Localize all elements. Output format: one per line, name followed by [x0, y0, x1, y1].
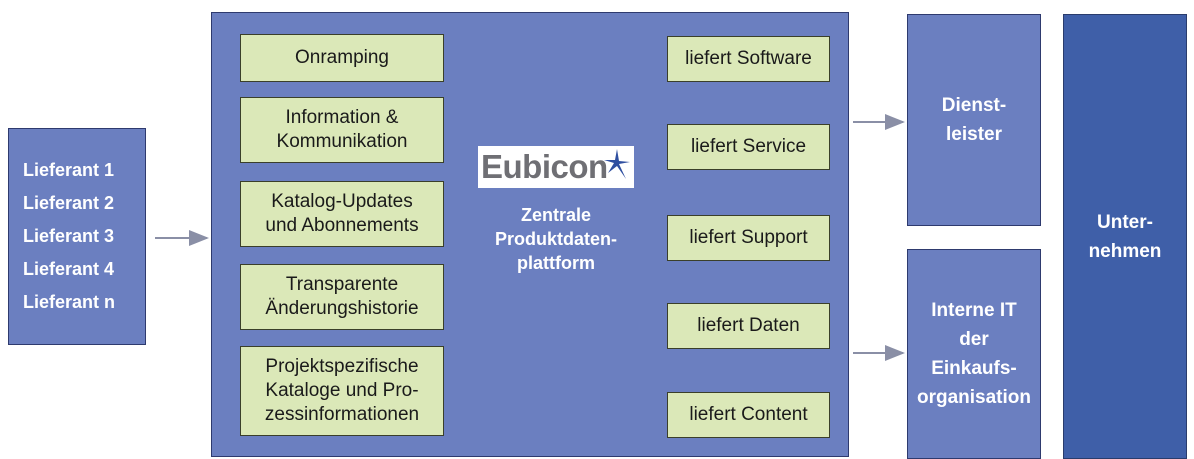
eubicon-logo: Eubicon	[478, 146, 634, 188]
supplier-item: Lieferant 3	[23, 226, 115, 246]
service-provider-box: Dienst- leister	[907, 14, 1041, 226]
supplier-item: Lieferant 2	[23, 193, 115, 213]
logo-text: Eubicon	[481, 148, 608, 185]
supplier-list: Lieferant 1 Lieferant 2 Lieferant 3 Lief…	[9, 154, 115, 319]
service-provider-label: Dienst- leister	[941, 95, 1007, 145]
internal-it-label: Interne IT der Einkaufs- organisation	[916, 300, 1031, 408]
delivery-data: liefert Daten	[667, 303, 830, 349]
supplier-item: Lieferant 1	[23, 160, 115, 180]
company-box: Unter- nehmen	[1063, 14, 1187, 459]
feature-onramping: Onramping	[240, 34, 444, 82]
feature-catalog-updates: Katalog-Updates und Abonnements	[240, 181, 444, 247]
supplier-box: Lieferant 1 Lieferant 2 Lieferant 3 Lief…	[8, 128, 146, 345]
delivery-service: liefert Service	[667, 124, 830, 170]
feature-change-history: Transparente Änderungshistorie	[240, 264, 444, 330]
platform-caption: Zentrale Produktdaten- plattform	[494, 205, 617, 273]
feature-project-catalogs: Projektspezifische Kataloge und Pro- zes…	[240, 346, 444, 436]
company-label: Unter- nehmen	[1088, 211, 1162, 262]
delivery-support: liefert Support	[667, 215, 830, 261]
delivery-software: liefert Software	[667, 36, 830, 82]
star-icon	[604, 149, 630, 179]
delivery-content: liefert Content	[667, 392, 830, 438]
supplier-item: Lieferant n	[23, 292, 116, 312]
supplier-item: Lieferant 4	[23, 259, 115, 279]
feature-information: Information & Kommunikation	[240, 97, 444, 163]
